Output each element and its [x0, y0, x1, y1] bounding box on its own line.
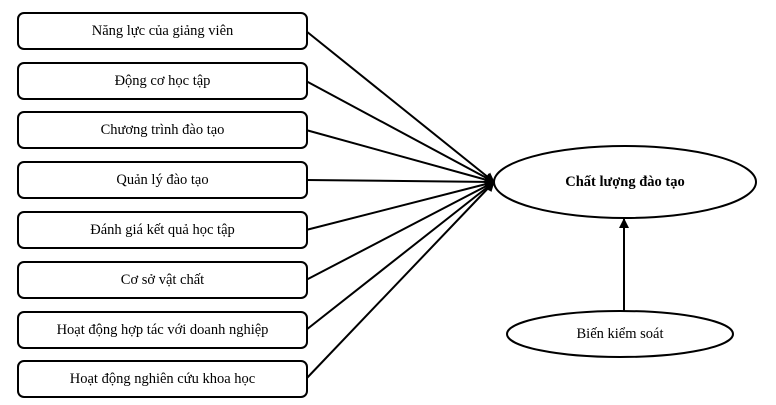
factor-to-outcome-arrow	[305, 179, 495, 231]
factor-box: Quản lý đào tạo	[17, 161, 308, 199]
control-ellipse	[506, 310, 734, 358]
factor-box: Năng lực của giảng viên	[17, 12, 308, 50]
factor-label: Năng lực của giảng viên	[91, 22, 234, 39]
factor-box: Hoạt động nghiên cứu khoa học	[17, 360, 308, 398]
factor-to-outcome-arrow	[305, 181, 495, 380]
factor-box: Hoạt động hợp tác với doanh nghiệp	[17, 311, 308, 349]
factor-box: Cơ sở vật chất	[17, 261, 308, 299]
factor-box: Động cơ học tập	[17, 62, 308, 100]
factor-label: Quản lý đào tạo	[116, 171, 209, 188]
factor-to-outcome-arrow	[305, 176, 495, 187]
control-label: Biến kiểm soát	[576, 325, 664, 342]
factor-to-outcome-arrow	[305, 181, 495, 331]
outcome-ellipse	[493, 145, 757, 219]
factor-label: Động cơ học tập	[114, 72, 211, 89]
factor-box: Chương trình đào tạo	[17, 111, 308, 149]
factor-to-outcome-arrow	[305, 80, 495, 183]
factor-label: Hoạt động hợp tác với doanh nghiệp	[56, 321, 269, 338]
factor-to-outcome-arrow	[305, 181, 495, 281]
factor-box: Đánh giá kết quả học tập	[17, 211, 308, 249]
factor-to-outcome-arrow	[305, 129, 495, 185]
factor-label: Hoạt động nghiên cứu khoa học	[69, 370, 256, 387]
factor-to-outcome-arrow	[305, 30, 495, 183]
factor-label: Chương trình đào tạo	[100, 121, 225, 138]
factor-label: Đánh giá kết quả học tập	[90, 221, 235, 238]
outcome-label: Chất lượng đào tạo	[565, 173, 685, 190]
arrows-group	[305, 30, 629, 380]
factor-label: Cơ sở vật chất	[120, 271, 205, 288]
